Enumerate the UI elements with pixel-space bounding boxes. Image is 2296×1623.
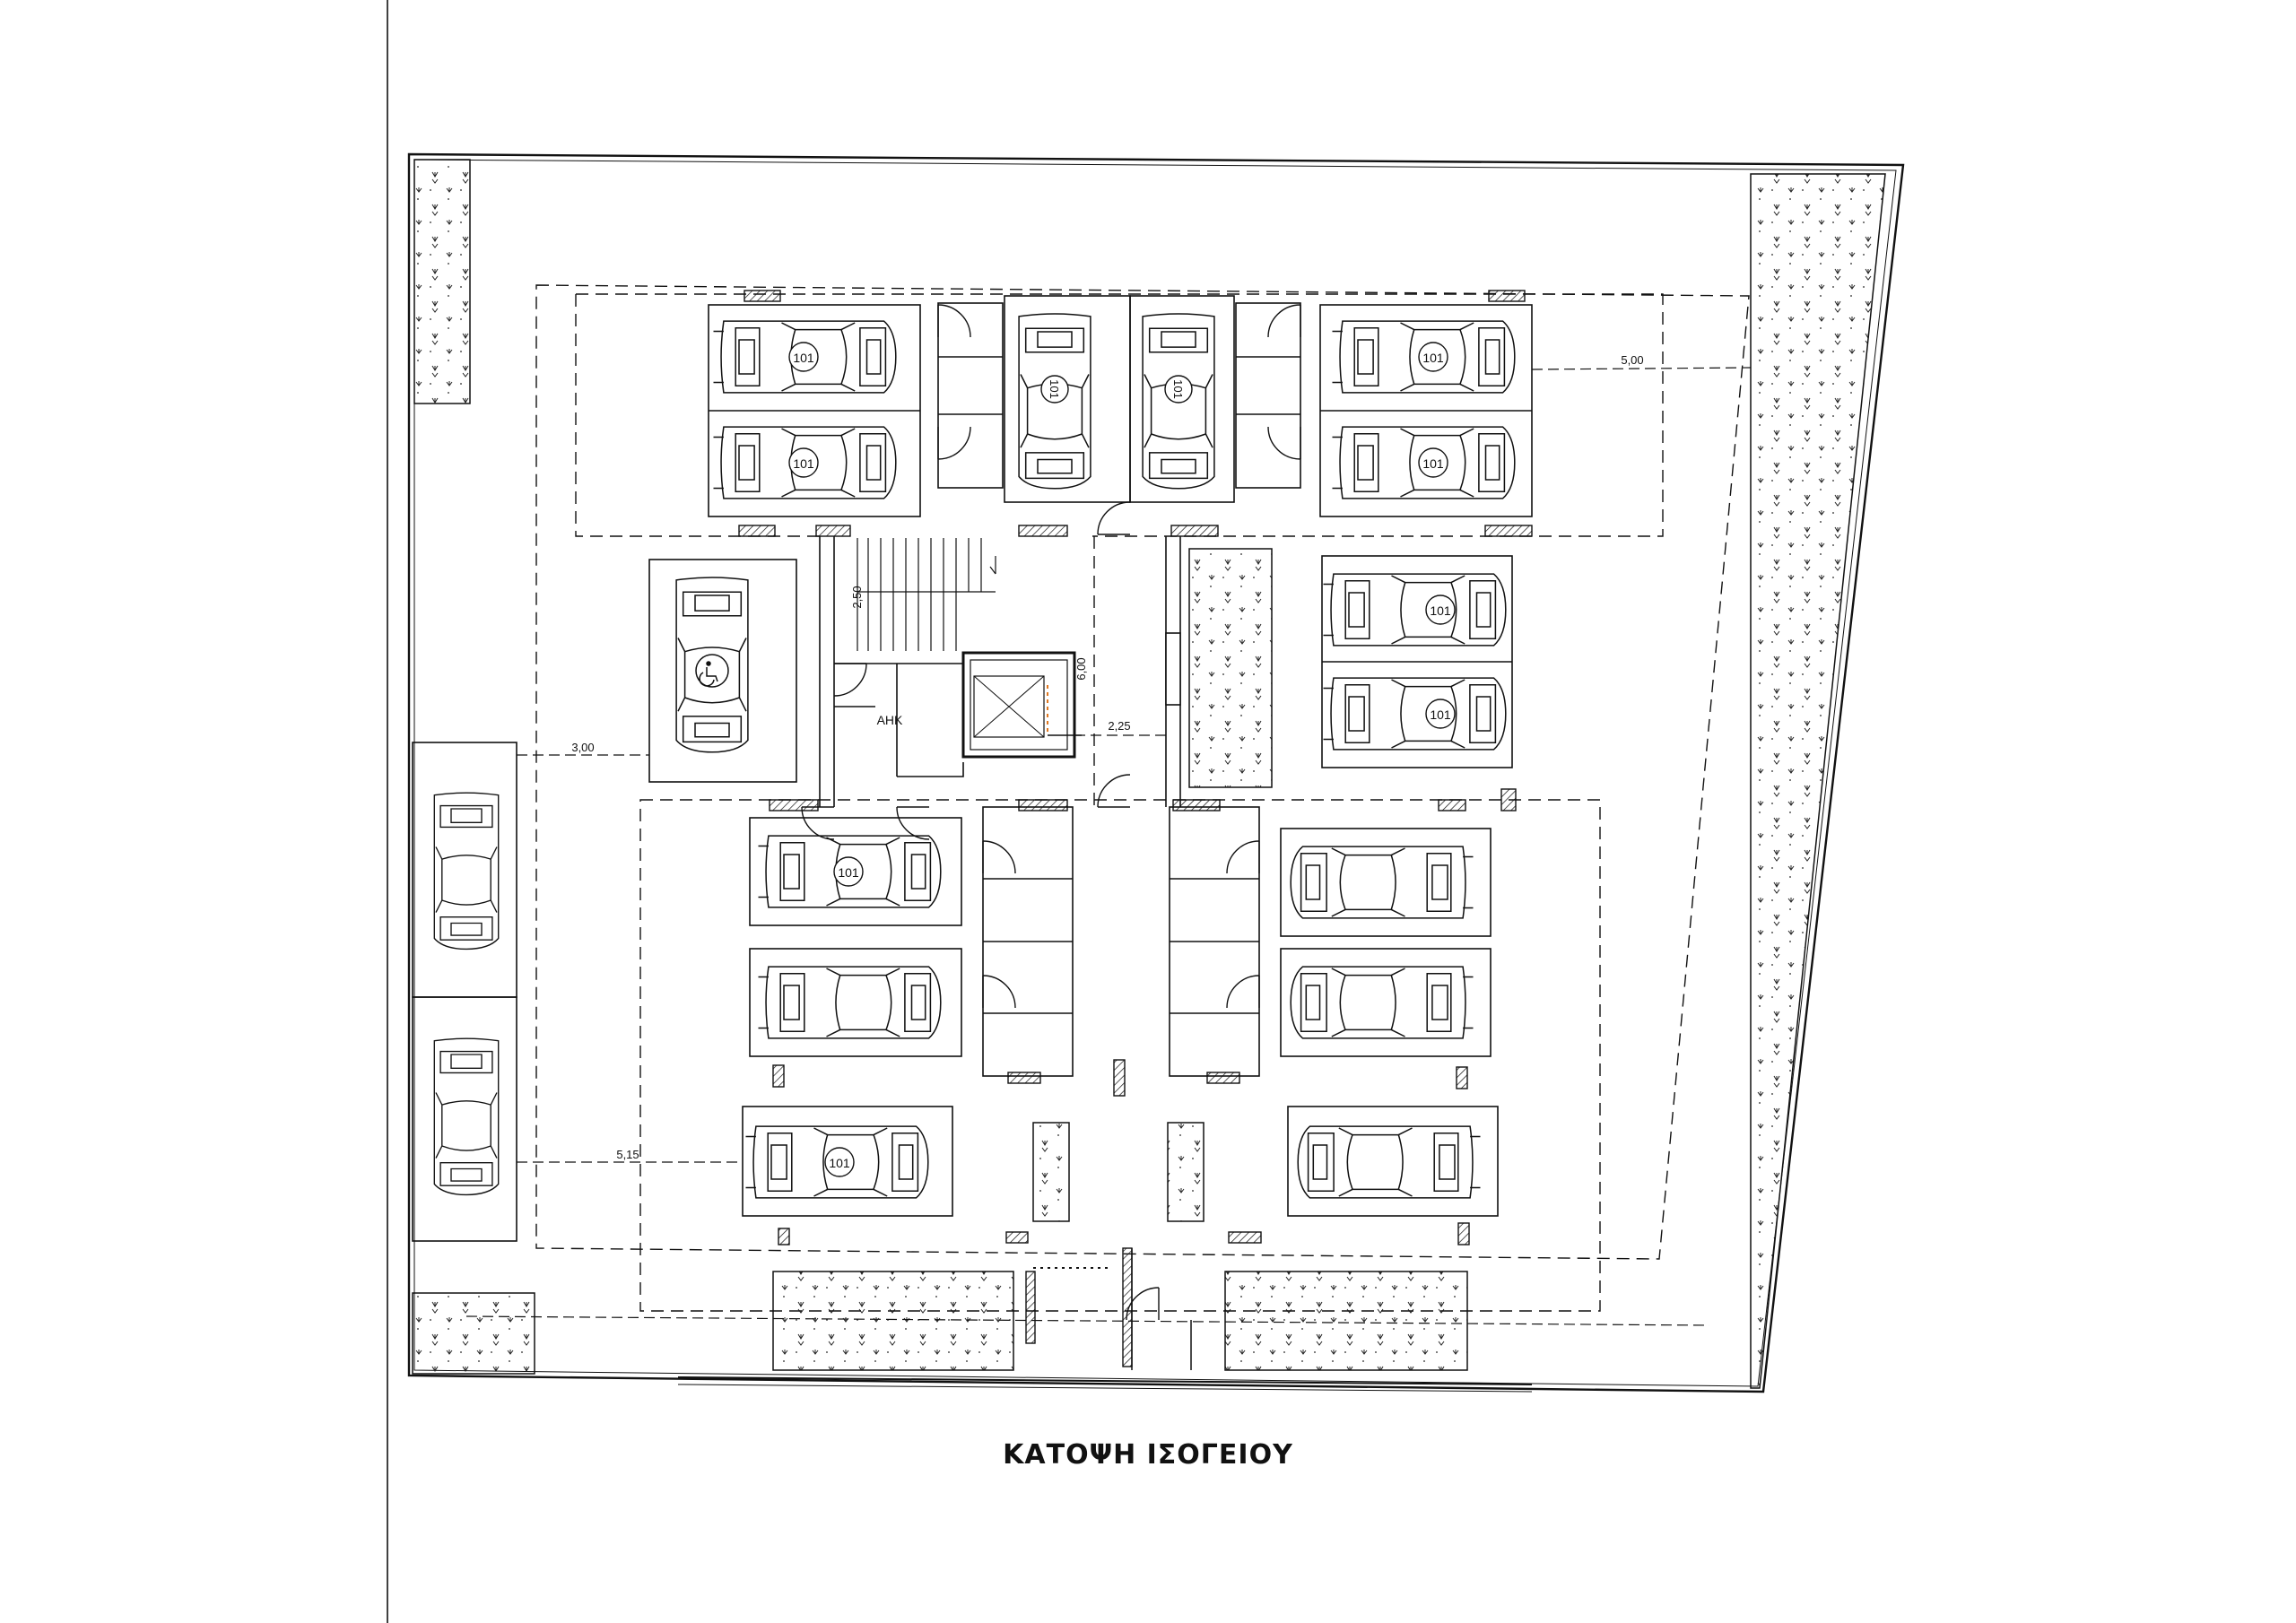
garden-center	[1188, 548, 1273, 788]
site-boundary	[407, 152, 1905, 1393]
parking-number-text: 101	[838, 865, 859, 880]
parking-number-8: 101	[1425, 699, 1456, 729]
parking-bays	[412, 295, 1533, 1242]
room-label-ahk: ΑΗΚ	[877, 713, 903, 727]
garden-right	[1750, 173, 1886, 1389]
parking-number-text: 101	[1430, 707, 1451, 722]
dimension-lift-width: 2,25	[1108, 719, 1130, 733]
parking-number-text: 101	[793, 351, 814, 365]
parking-number-markers: 101 101 101 101 101 101 101 101 101 101	[788, 342, 1456, 1177]
garden-areas	[412, 159, 1886, 1389]
garden-bottom-right	[1224, 1271, 1468, 1371]
dimension-top-right: 5,00	[1621, 353, 1643, 367]
parking-number-9: 101	[833, 856, 864, 887]
lift-marker	[1047, 685, 1082, 736]
parking-number-text: 101	[1422, 351, 1444, 365]
garden-bottom-mid	[772, 1271, 1014, 1371]
dimension-bottom-left: 5,15	[616, 1148, 639, 1161]
parking-number-3: 101	[1418, 342, 1448, 372]
parking-number-1: 101	[788, 342, 819, 372]
drawing-title: ΚΑΤΟΨΗ ΙΣΟΓΕΙΟΥ	[1003, 1439, 1293, 1471]
accessible-parking-icon	[695, 654, 729, 688]
dimension-lift-height: 6,00	[1074, 657, 1088, 680]
front-line	[465, 1248, 1710, 1393]
parking-number-text: 101	[1171, 379, 1185, 399]
dimension-left: 3,00	[571, 741, 594, 754]
parking-number-text: 101	[1048, 379, 1061, 399]
garden-bottom-left	[412, 1292, 535, 1375]
garden-small-2	[1167, 1122, 1205, 1222]
parking-number-5: 101	[1040, 375, 1069, 404]
dimension-stair: 2,50	[850, 586, 864, 608]
parking-number-text: 101	[1422, 456, 1444, 471]
structural-columns	[738, 290, 1533, 1367]
building-core	[819, 302, 1301, 1077]
dimension-lines	[517, 367, 1752, 1163]
parking-number-text: 101	[829, 1156, 850, 1170]
garden-top-left	[413, 159, 471, 404]
parking-number-text: 101	[1430, 603, 1451, 618]
parking-number-2: 101	[788, 447, 819, 478]
parking-number-text: 101	[793, 456, 814, 471]
parking-number-4: 101	[1418, 447, 1448, 478]
parking-number-6: 101	[1164, 375, 1193, 404]
parking-number-10: 101	[824, 1147, 855, 1177]
parking-number-7: 101	[1425, 595, 1456, 625]
garden-small-1	[1032, 1122, 1070, 1222]
